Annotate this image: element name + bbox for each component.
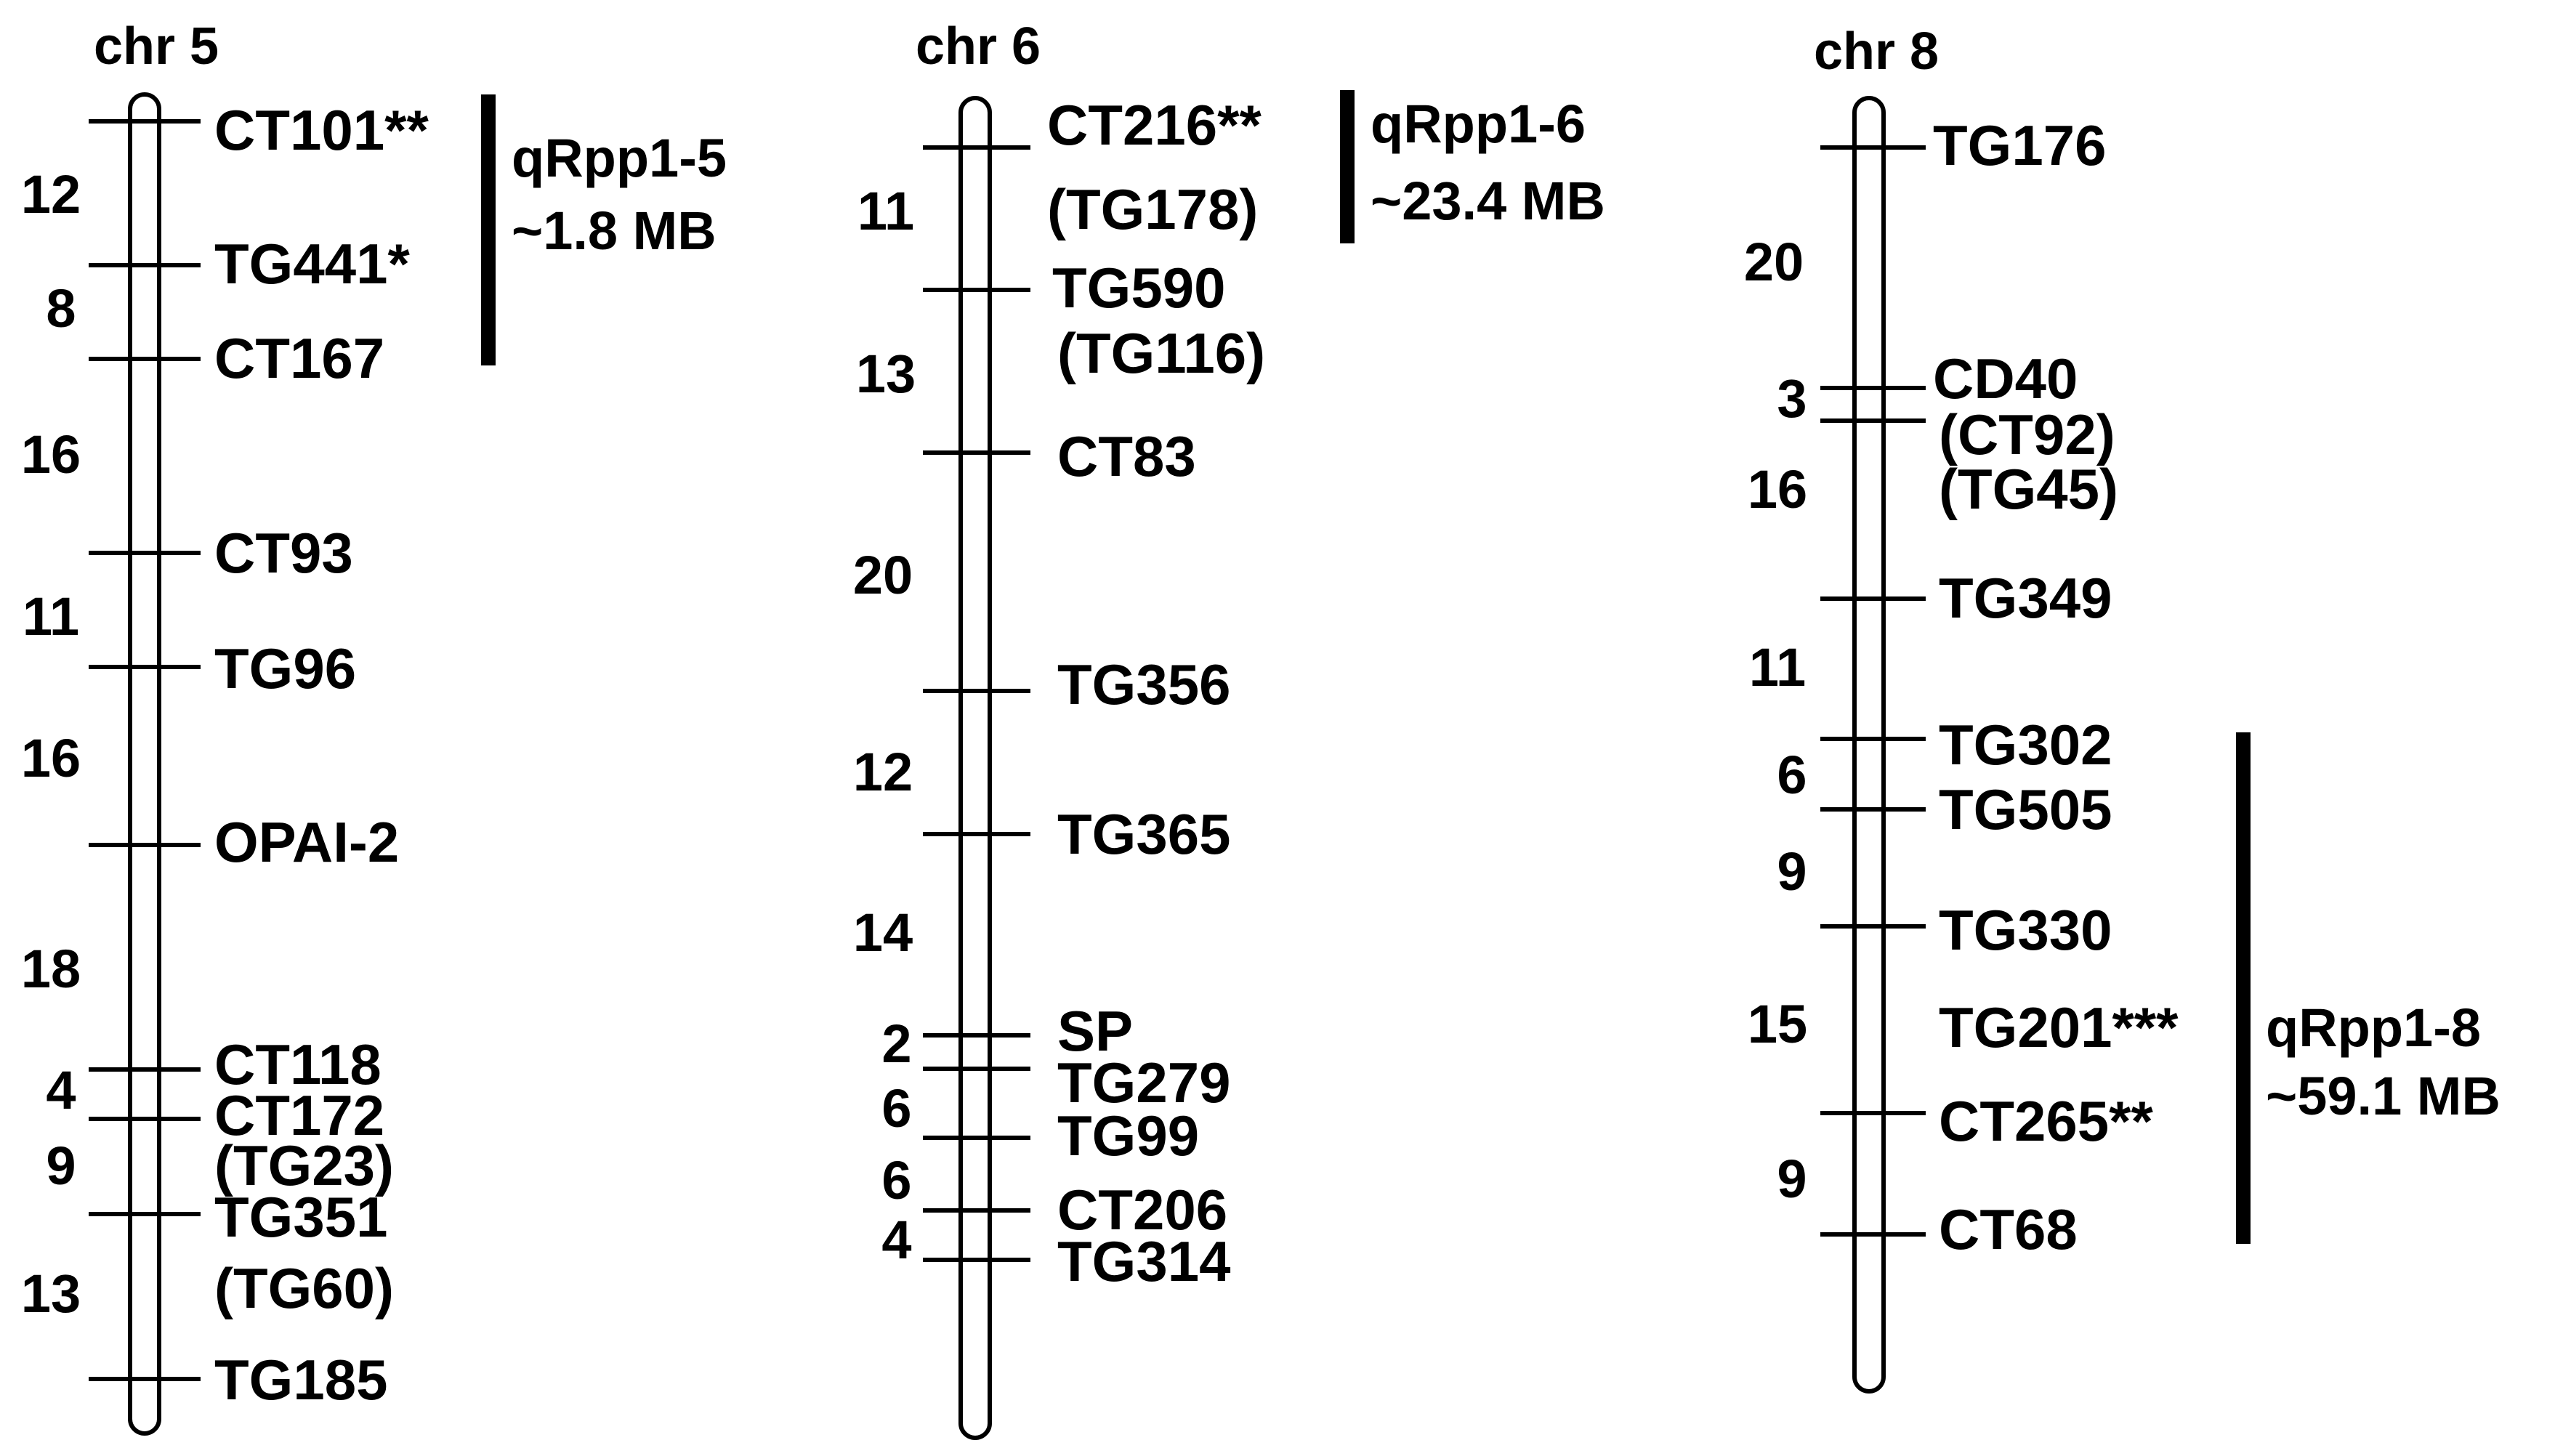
marker-label: TG185 [214, 1348, 387, 1412]
qtl-region: qRpp1-5 ~1.8 MB [481, 94, 727, 365]
chromosome-bar [128, 92, 161, 1436]
distance-label: 18 [21, 939, 81, 999]
marker-labels: CT101** TG441* CT167 CT93 TG96 OPAI-2 CT… [214, 98, 429, 1412]
qtl-region: qRpp1-8 ~59.1 MB [2236, 732, 2500, 1244]
distance-label: 6 [1777, 745, 1807, 805]
marker-labels: CT216** (TG178) TG590 (TG116) CT83 TG356… [1047, 93, 1265, 1293]
marker-ticks [1820, 145, 1926, 1237]
marker-label: (TG45) [1939, 457, 2118, 521]
distance-label: 16 [1748, 459, 1807, 519]
marker-ticks [89, 119, 201, 1381]
marker-label: OPAI-2 [214, 810, 399, 874]
chromosome-6: chr 6 CT216** (TG178) TG590 (TG116) CT83… [853, 17, 1605, 1440]
chromosome-8: chr 8 TG176 CD40 (CT92) (TG45) TG349 TG3… [1744, 23, 2500, 1394]
chromosome-title: chr 6 [916, 17, 1041, 76]
distance-label: 6 [881, 1150, 911, 1210]
marker-label: TG302 [1939, 713, 2112, 777]
marker-label: (TG116) [1057, 321, 1265, 385]
distance-label: 4 [46, 1060, 76, 1120]
distance-label: 6 [881, 1078, 911, 1138]
marker-label: CT216** [1047, 93, 1262, 157]
distance-label: 20 [853, 545, 913, 605]
chromosome-bar [958, 96, 992, 1440]
marker-label: TG201*** [1939, 995, 2179, 1059]
marker-label: TG99 [1057, 1104, 1199, 1168]
marker-label: CT206 [1057, 1178, 1227, 1242]
marker-label: (TG23) [214, 1133, 394, 1197]
distance-labels: 20 3 16 11 6 9 15 9 [1744, 232, 1807, 1209]
marker-label: CT93 [214, 521, 353, 585]
qtl-name: qRpp1-6 [1371, 94, 1586, 154]
distance-label: 13 [856, 344, 916, 404]
distance-label: 13 [21, 1263, 81, 1324]
marker-label: TG314 [1057, 1229, 1230, 1293]
distance-label: 12 [21, 164, 81, 225]
marker-label: TG279 [1057, 1051, 1230, 1115]
qtl-size: ~59.1 MB [2266, 1066, 2500, 1126]
distance-label: 16 [21, 424, 81, 485]
distance-label: 3 [1777, 368, 1807, 429]
marker-label: CT265** [1939, 1089, 2153, 1153]
marker-label: SP [1057, 999, 1133, 1063]
marker-label: TG349 [1939, 566, 2112, 630]
distance-label: 11 [1749, 637, 1806, 697]
chromosome-bar [1852, 96, 1886, 1394]
marker-label: CT172 [214, 1083, 384, 1147]
marker-label: CT101** [214, 98, 429, 162]
marker-label: CD40 [1933, 347, 2078, 410]
marker-ticks [923, 145, 1030, 1262]
marker-label: TG330 [1939, 898, 2112, 962]
marker-label: CT118 [214, 1032, 382, 1096]
distance-label: 15 [1748, 994, 1807, 1054]
distance-label: 9 [46, 1136, 76, 1196]
distance-labels: 11 13 20 12 14 2 6 6 4 [853, 181, 916, 1270]
qtl-size: ~1.8 MB [512, 201, 717, 261]
marker-label: TG505 [1939, 777, 2112, 841]
qtl-size: ~23.4 MB [1371, 171, 1605, 231]
marker-label: CT167 [214, 326, 384, 390]
qtl-name: qRpp1-5 [512, 128, 727, 188]
distance-label: 9 [1777, 841, 1807, 902]
distance-label: 11 [23, 586, 79, 647]
marker-label: TG356 [1057, 652, 1230, 716]
distance-label: 9 [1777, 1149, 1807, 1209]
chromosome-5: chr 5 CT101** TG441* CT167 CT93 TG96 OPA… [21, 17, 727, 1436]
marker-label: TG441* [214, 232, 410, 296]
distance-label: 20 [1744, 232, 1804, 292]
marker-label: (TG60) [214, 1256, 394, 1320]
chromosome-title: chr 8 [1814, 23, 1939, 81]
marker-label: TG590 [1052, 256, 1225, 320]
distance-label: 12 [853, 742, 913, 802]
marker-label: TG176 [1933, 113, 2106, 177]
marker-label: CT83 [1057, 424, 1196, 488]
marker-label: TG351 [214, 1185, 387, 1249]
distance-label: 2 [881, 1014, 911, 1074]
distance-labels: 12 8 16 11 16 18 4 9 13 [21, 164, 81, 1324]
distance-label: 14 [853, 902, 913, 963]
chromosome-title: chr 5 [94, 17, 219, 76]
marker-label: (TG178) [1047, 177, 1258, 241]
distance-label: 8 [46, 278, 76, 339]
marker-label: CT68 [1939, 1197, 2078, 1261]
marker-label: (CT92) [1939, 403, 2115, 466]
qtl-region: qRpp1-6 ~23.4 MB [1340, 90, 1605, 243]
distance-label: 11 [857, 181, 914, 241]
distance-label: 16 [21, 728, 81, 788]
marker-label: TG365 [1057, 802, 1230, 866]
qtl-name: qRpp1-8 [2266, 998, 2481, 1058]
marker-labels: TG176 CD40 (CT92) (TG45) TG349 TG302 TG5… [1933, 113, 2179, 1261]
marker-label: TG96 [214, 636, 356, 700]
distance-label: 4 [881, 1210, 911, 1270]
